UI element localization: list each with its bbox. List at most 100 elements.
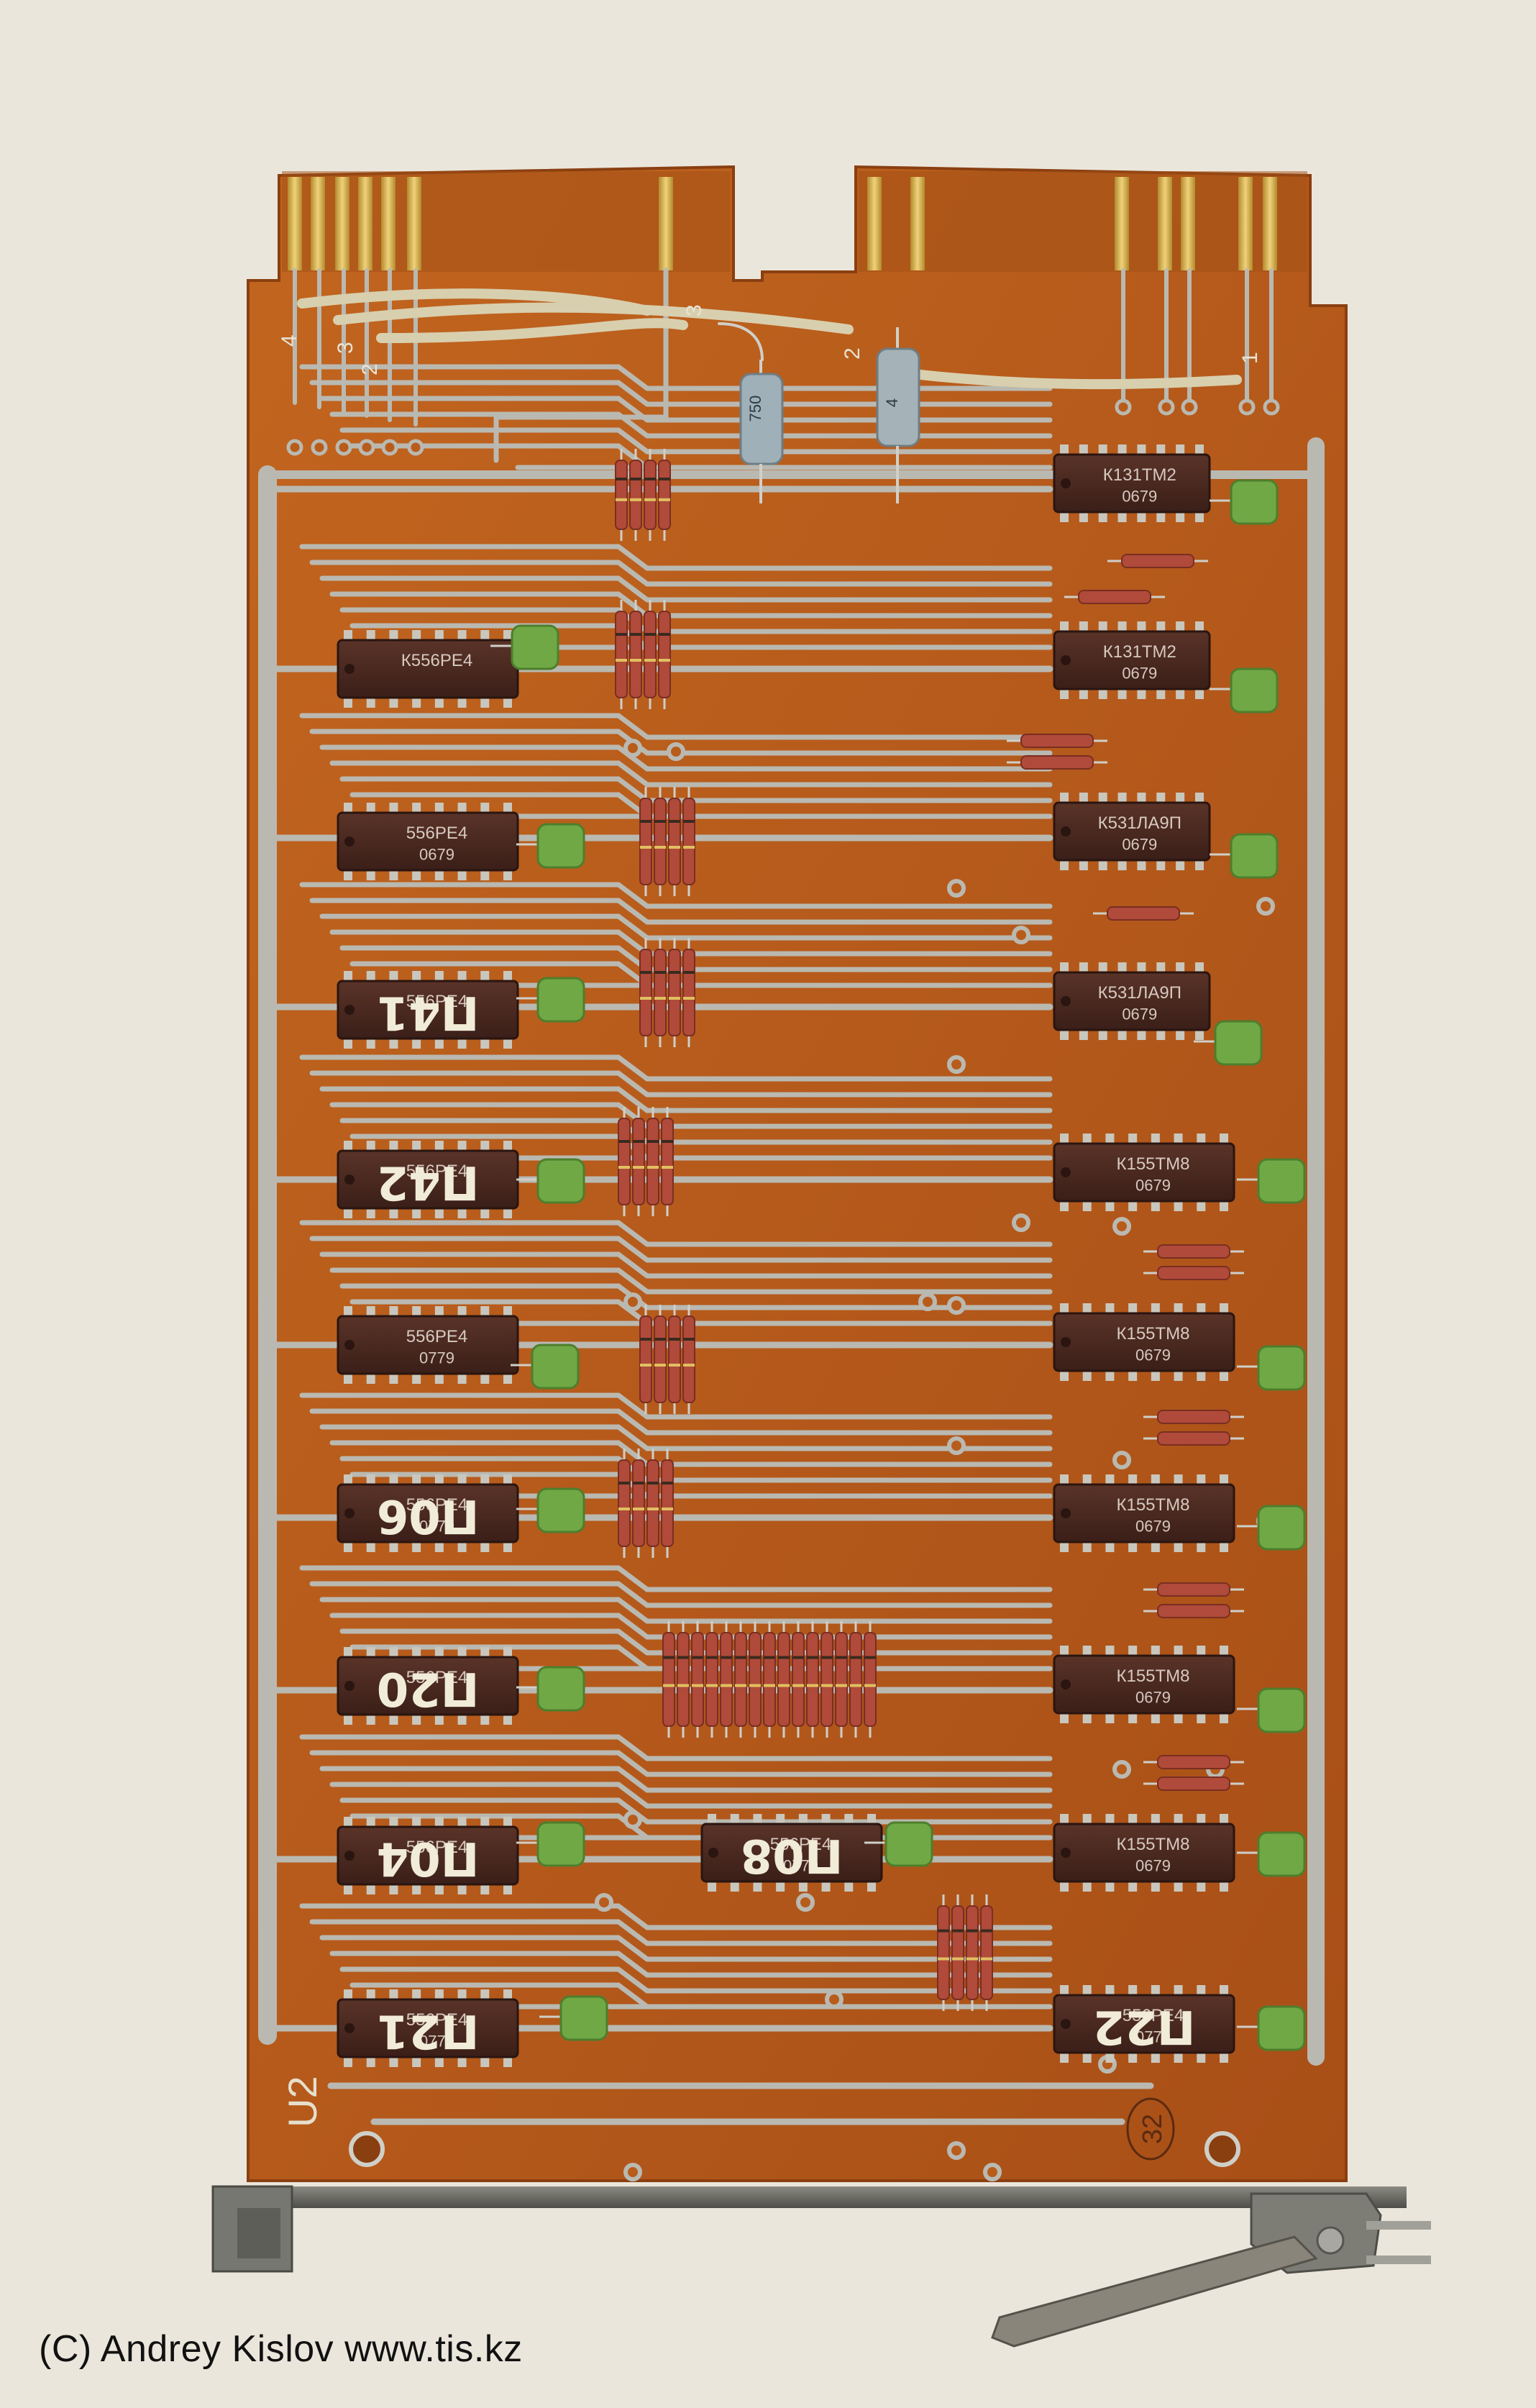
chip-hand-marking: П06 — [377, 1489, 480, 1542]
trace — [309, 380, 1053, 407]
trace — [319, 1086, 1053, 1113]
resistor — [682, 949, 695, 1036]
ceramic-capacitor — [1230, 833, 1279, 879]
chip-date-code: 0679 — [1122, 1005, 1157, 1023]
via — [825, 1990, 844, 2009]
capacitor-label: 4 — [883, 398, 901, 407]
resistor — [615, 611, 628, 698]
pin-label: 4 — [278, 334, 301, 347]
chip-part-number: К155ТМ8 — [1116, 1324, 1189, 1344]
resistor — [682, 1315, 695, 1403]
resistor — [1157, 1244, 1230, 1259]
via — [623, 739, 642, 757]
resistor — [951, 1905, 964, 2000]
trace — [339, 1628, 1053, 1656]
trace — [299, 1054, 1053, 1082]
resistor — [644, 611, 657, 698]
gold-finger — [311, 177, 325, 270]
resistor — [654, 798, 667, 885]
chip-date-code: 0679 — [1135, 1689, 1171, 1707]
serial-mark: 32 — [1138, 2114, 1168, 2144]
ceramic-capacitor — [536, 1487, 585, 1533]
via — [947, 2141, 966, 2160]
trace — [309, 1581, 1053, 1608]
via — [1181, 398, 1198, 416]
via — [335, 439, 352, 456]
chip-body — [337, 1998, 519, 2058]
ceramic-capacitor — [536, 1666, 585, 1712]
chip-part-number: 556РЕ4 — [406, 1327, 467, 1346]
trace — [329, 1782, 1053, 1809]
resistor — [646, 1459, 659, 1547]
chip-part-number: 556РЕ4 — [406, 1162, 467, 1181]
resistor — [849, 1632, 862, 1727]
ceramic-capacitor — [1257, 1505, 1306, 1551]
resistor — [644, 460, 657, 530]
ceramic-capacitor — [1257, 1687, 1306, 1733]
via — [623, 2163, 642, 2181]
via — [983, 2163, 1002, 2181]
via — [947, 1296, 966, 1315]
ceramic-capacitor — [559, 1995, 608, 2041]
ceramic-capacitor — [1230, 667, 1279, 713]
trace — [329, 760, 1053, 788]
gold-finger — [1263, 177, 1277, 270]
trace — [299, 1220, 1053, 1247]
via — [947, 879, 966, 898]
trace — [339, 427, 1053, 455]
trace — [299, 713, 1053, 740]
chip-hand-marking: П04 — [377, 1831, 480, 1884]
resistor — [720, 1632, 733, 1727]
ceramic-capacitor — [536, 1158, 585, 1204]
resistor — [668, 798, 681, 885]
resistor — [691, 1632, 704, 1727]
chip-part-number: К531ЛА9П — [1098, 813, 1181, 833]
trace — [319, 1766, 1053, 1793]
trace — [309, 1236, 1053, 1263]
gold-finger — [358, 177, 372, 270]
trace — [319, 1251, 1053, 1279]
via — [947, 1436, 966, 1455]
chip-part-number: К556РЕ4 — [401, 651, 472, 670]
resistor — [864, 1632, 877, 1727]
chip-part-number: 556РЕ4 — [406, 2010, 467, 2030]
chip-body — [337, 1825, 519, 1886]
trace — [309, 1408, 1053, 1436]
chip-part-number: К155ТМ8 — [1116, 1154, 1189, 1174]
chip-body — [1053, 1994, 1235, 2054]
chip-body — [1053, 1142, 1235, 1203]
resistor — [654, 1315, 667, 1403]
gold-edge-fingers — [288, 177, 1277, 270]
resistor — [835, 1632, 848, 1727]
chip-body — [1053, 1823, 1235, 1883]
via — [796, 1893, 815, 1912]
resistor — [618, 1459, 631, 1547]
trace — [339, 776, 1053, 803]
trace — [299, 364, 1053, 391]
trace — [329, 929, 1053, 957]
chip-date-code: 0779 — [419, 1349, 454, 1367]
trace — [329, 1440, 1053, 1467]
chip-hand-marking: П41 — [377, 985, 480, 1039]
ceramic-capacitor — [1257, 1345, 1306, 1391]
gold-finger — [288, 177, 302, 270]
resistor — [682, 798, 695, 885]
resistor — [615, 460, 628, 530]
chip-hand-marking: П22 — [1093, 1999, 1196, 2053]
chip-body — [337, 1315, 519, 1375]
trace — [329, 1613, 1053, 1640]
via — [358, 439, 375, 456]
gold-finger — [381, 177, 396, 270]
chip-part-number: К155ТМ8 — [1116, 1835, 1189, 1854]
resistor — [646, 1118, 659, 1205]
trace — [319, 744, 1053, 772]
trace — [299, 1734, 1053, 1761]
resistor — [1020, 734, 1094, 748]
